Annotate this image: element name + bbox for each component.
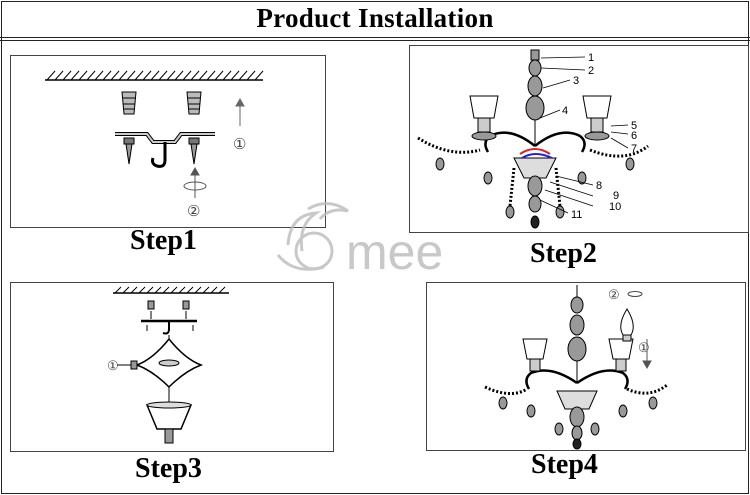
bulb-icon (620, 308, 634, 342)
header-rule-bottom (0, 40, 750, 41)
step2-callout-6: 6 (631, 130, 637, 142)
step4-callout-2: ② (608, 287, 620, 302)
arrow-up-icon (235, 97, 245, 126)
watermark-text: mee (346, 224, 443, 280)
arrow-down-icon (642, 339, 652, 370)
blue-wire (521, 153, 553, 159)
chandelier-icon (417, 49, 649, 229)
step1-label: Step1 (130, 225, 197, 256)
step2-callout-4: 4 (562, 105, 568, 117)
rotate-ring-icon (627, 291, 643, 297)
canopy-screw-icon (117, 360, 138, 370)
step3-callout-1: ① (107, 358, 119, 373)
ceiling-hatch (46, 70, 264, 81)
step2-callout-9: 9 (613, 190, 619, 202)
step4-diagram: ② ① (484, 285, 668, 450)
step1-panel: ① ② (10, 55, 326, 228)
wall-anchor-left-icon (121, 91, 137, 115)
hook-icon (151, 142, 167, 168)
step2-panel: 1 2 3 4 5 6 7 8 9 10 11 (409, 45, 749, 233)
step2-callout-10: 10 (609, 201, 621, 213)
step2-label: Step2 (530, 238, 597, 269)
screw-right-icon (188, 137, 200, 165)
step1-callout-1: ① (233, 136, 246, 153)
step4-label: Step4 (531, 449, 598, 480)
page-title: Product Installation (256, 3, 494, 33)
step2-callout-2: 2 (588, 65, 594, 77)
callout-leaders (539, 56, 629, 214)
header: Product Installation (0, 0, 750, 38)
header-rule-top (0, 37, 750, 38)
step1-callout-2: ② (187, 203, 200, 220)
step2-callout-1: 1 (588, 52, 594, 64)
red-wire (519, 148, 551, 155)
step2-callout-11: 11 (571, 209, 582, 221)
chandelier-assembled-icon (484, 285, 668, 450)
step2-callout-7: 7 (631, 143, 637, 155)
step3-label: Step3 (135, 453, 202, 484)
step2-callout-5: 5 (631, 120, 637, 132)
omee-logo-icon: mee (276, 202, 443, 280)
bracket-assembly-icon (141, 300, 197, 343)
watermark-logo: mee (268, 195, 478, 285)
cup-icon (145, 404, 193, 430)
rotate-arrow-icon (183, 166, 207, 198)
wall-anchor-right-icon (186, 91, 202, 115)
step2-callout-8: 8 (596, 180, 602, 192)
ceiling-hatch-3 (114, 286, 226, 294)
step4-panel: ② ① (426, 282, 746, 451)
step4-callout-1: ① (638, 340, 650, 355)
step3-diagram: ① (107, 286, 229, 444)
step2-diagram: 1 2 3 4 5 6 7 8 9 10 11 (417, 49, 649, 229)
screw-left-icon (123, 137, 135, 165)
step2-callout-3: 3 (573, 75, 579, 87)
step1-diagram: ① ② (45, 70, 264, 220)
step3-panel: ① (10, 282, 334, 452)
